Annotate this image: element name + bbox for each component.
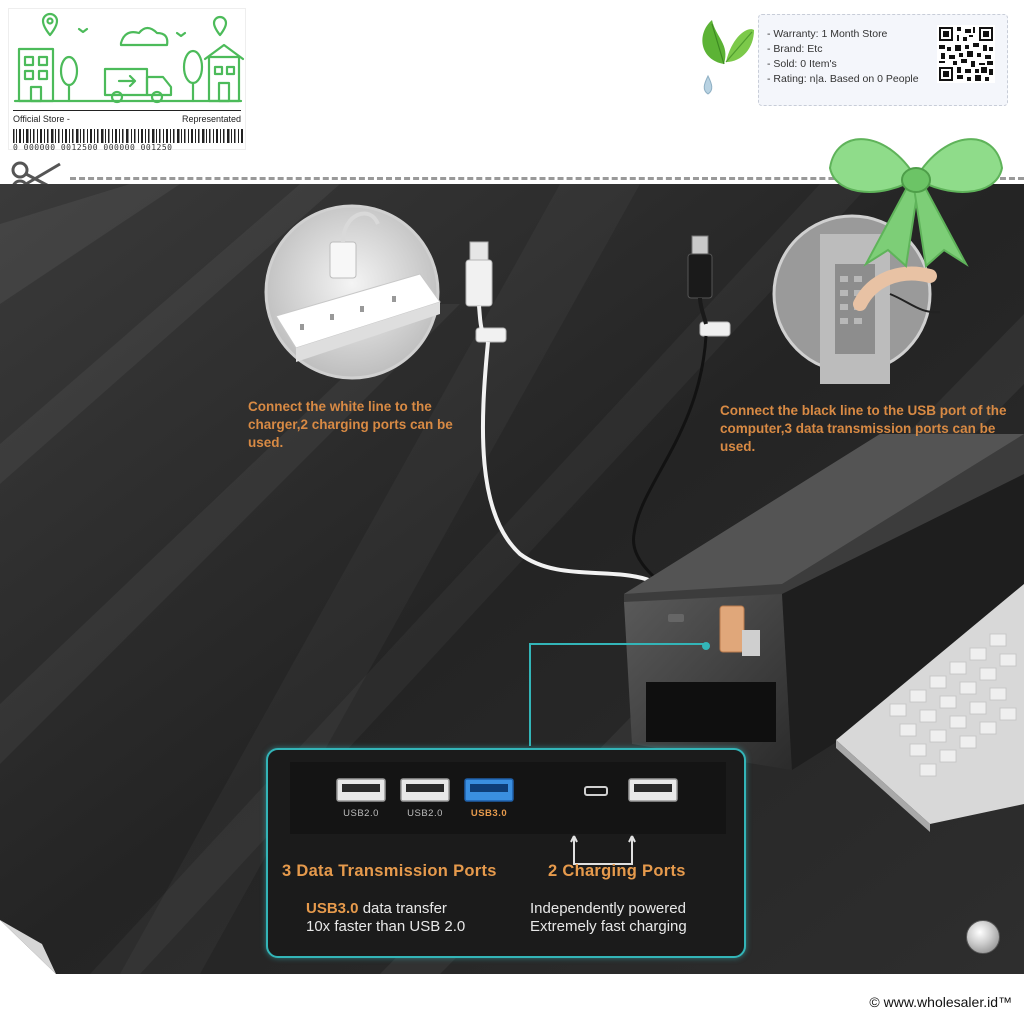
store-official-label: Official Store - [13,113,70,124]
ports-strip: USB2.0 USB2.0 USB3.0 [290,762,726,834]
charging-bracket-icon [570,835,636,865]
port-label-usb2-a: USB2.0 [343,808,379,819]
caption-black-line: Connect the black line to the USB port o… [720,403,1007,454]
product-image: Connect the white line to the charger,2 … [0,184,1024,974]
usb2-port-icon [400,778,450,802]
product-info-list: - Warranty: 1 Month Store - Brand: Etc -… [767,27,937,87]
computer-tower-photo [772,214,941,384]
top-band: Official Store - Representated [0,0,1024,197]
info-brand: - Brand: Etc [767,43,823,55]
green-ribbon-bow-icon [828,138,1004,268]
desc-usb3-rest: data transfer [358,900,447,917]
info-sold: - Sold: 0 Item's [767,58,837,70]
store-represent-label: Representated [181,113,241,124]
usb2-port-icon [336,778,386,802]
heading-data-ports: 3 Data Transmission Ports [282,862,497,880]
desc-charging: Independently powered Extremely fast cha… [530,900,687,936]
qr-code-icon[interactable] [937,25,995,83]
cut-line [70,177,1024,180]
callout-line [529,643,706,746]
copyright-text: © www.wholesaler.id™ [869,994,1012,1010]
footer: © www.wholesaler.id™ [0,974,1024,1024]
desc-usb3-highlight: USB3.0 [306,900,359,917]
product-info-box: - Warranty: 1 Month Store - Brand: Etc -… [758,14,1008,106]
ports-panel: USB2.0 USB2.0 USB3.0 [266,748,746,958]
port-label-usb2-b: USB2.0 [407,808,443,819]
monitor-stand-photo [624,434,1024,770]
store-card: Official Store - Representated [8,8,246,152]
store-labels: Official Store - Representated [13,110,241,126]
page-curl-icon[interactable] [0,920,56,974]
desc-charging-line2: Extremely fast charging [530,918,687,935]
charging-usb-port-icon [628,778,678,802]
keyboard-photo [836,584,1024,832]
city-illustration-icon [13,12,245,104]
port-label-usb3: USB3.0 [470,808,508,819]
info-rating: - Rating: n|a. Based on 0 People [767,73,919,85]
barcode-number: 0 000000 0012500 000000 001250 [13,143,173,152]
micro-usb-port-icon [584,786,608,796]
black-usb-cable [632,235,731,588]
leaf-drop-icon [702,20,754,95]
desc-usb3: USB3.0 data transfer 10x faster than USB… [306,900,465,936]
desc-charging-line1: Independently powered [530,900,686,917]
power-strip-photo [264,204,441,380]
white-usb-cable [465,241,659,586]
info-warranty: - Warranty: 1 Month Store [767,28,888,40]
zoom-button[interactable] [966,920,1000,954]
usb3-port-icon [464,778,514,802]
barcode-icon [13,129,243,143]
caption-white-line: Connect the white line to the charger,2 … [248,399,453,450]
desc-usb3-line2: 10x faster than USB 2.0 [306,918,466,935]
heading-charging-ports: 2 Charging Ports [548,862,686,880]
